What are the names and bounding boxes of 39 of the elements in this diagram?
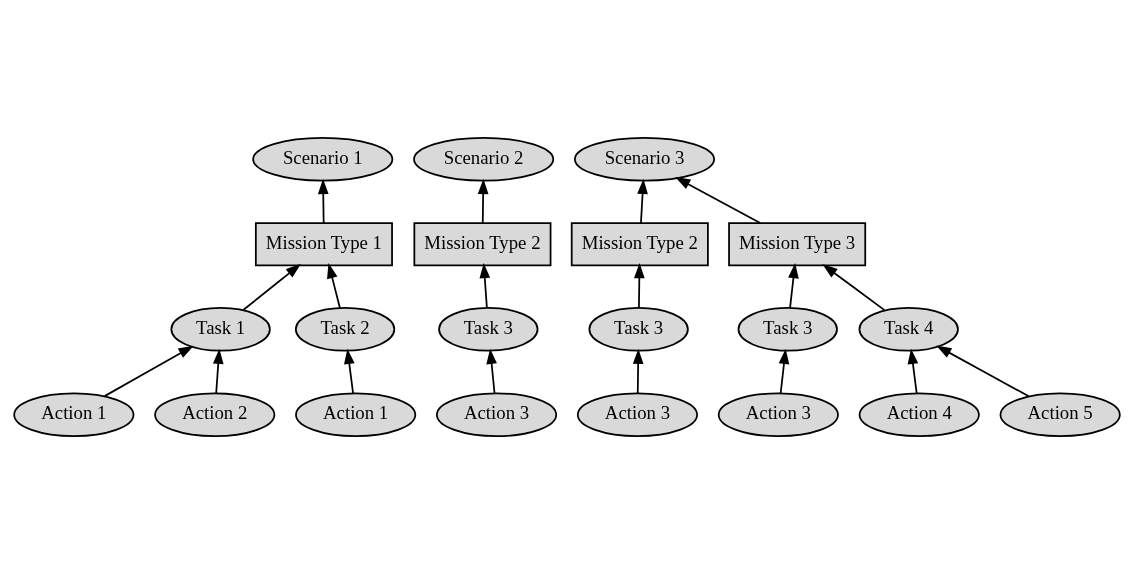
arrow: [317, 178, 329, 224]
node-ellipse: Action 3: [717, 391, 839, 437]
node-ellipse: Task 2: [294, 306, 396, 352]
node-ellipse: Action 4: [858, 391, 980, 437]
arrow: [675, 176, 762, 224]
arrow: [936, 345, 1030, 397]
node-ellipse: Scenario 1: [252, 136, 394, 182]
node-box: Mission Type 2: [570, 221, 709, 266]
arrow: [788, 262, 799, 309]
arrow: [637, 178, 648, 224]
arrow: [212, 348, 224, 394]
node-box: Mission Type 1: [254, 221, 393, 266]
arrow: [242, 263, 301, 311]
node-ellipse: Action 3: [576, 391, 698, 437]
node-ellipse: Task 3: [588, 306, 689, 352]
node-ellipse: Task 3: [438, 306, 539, 352]
arrow: [103, 345, 194, 397]
node-ellipse: Scenario 2: [413, 136, 555, 182]
arrow: [632, 348, 644, 394]
arrow: [344, 348, 355, 394]
node-ellipse: Task 4: [858, 306, 959, 352]
node-ellipse: Task 1: [170, 306, 271, 352]
arrow: [486, 348, 497, 394]
node-ellipse: Action 1: [295, 391, 417, 437]
node-box: Mission Type 2: [413, 221, 552, 266]
node-box: Mission Type 3: [728, 221, 867, 266]
arrow: [822, 263, 886, 311]
arrow: [479, 262, 491, 309]
arrow: [778, 348, 790, 394]
node-ellipse: Action 2: [154, 391, 276, 437]
arrow: [327, 262, 341, 309]
arrow: [634, 262, 645, 309]
arrow: [907, 348, 919, 394]
node-ellipse: Action 5: [999, 391, 1121, 437]
arrow: [477, 178, 489, 224]
node-ellipse: Scenario 3: [574, 136, 715, 182]
node-ellipse: Action 1: [13, 391, 135, 437]
node-ellipse: Task 3: [737, 306, 838, 352]
node-ellipse: Action 3: [436, 391, 558, 437]
